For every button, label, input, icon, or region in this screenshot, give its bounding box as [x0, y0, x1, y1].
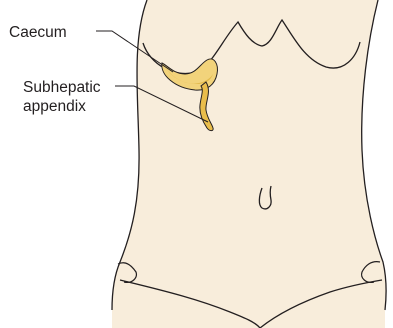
caecum-label: Caecum — [9, 23, 67, 42]
subhepatic-label: Subhepatic — [23, 78, 101, 97]
torso-body — [112, 0, 386, 328]
appendix-label: appendix — [23, 97, 86, 116]
